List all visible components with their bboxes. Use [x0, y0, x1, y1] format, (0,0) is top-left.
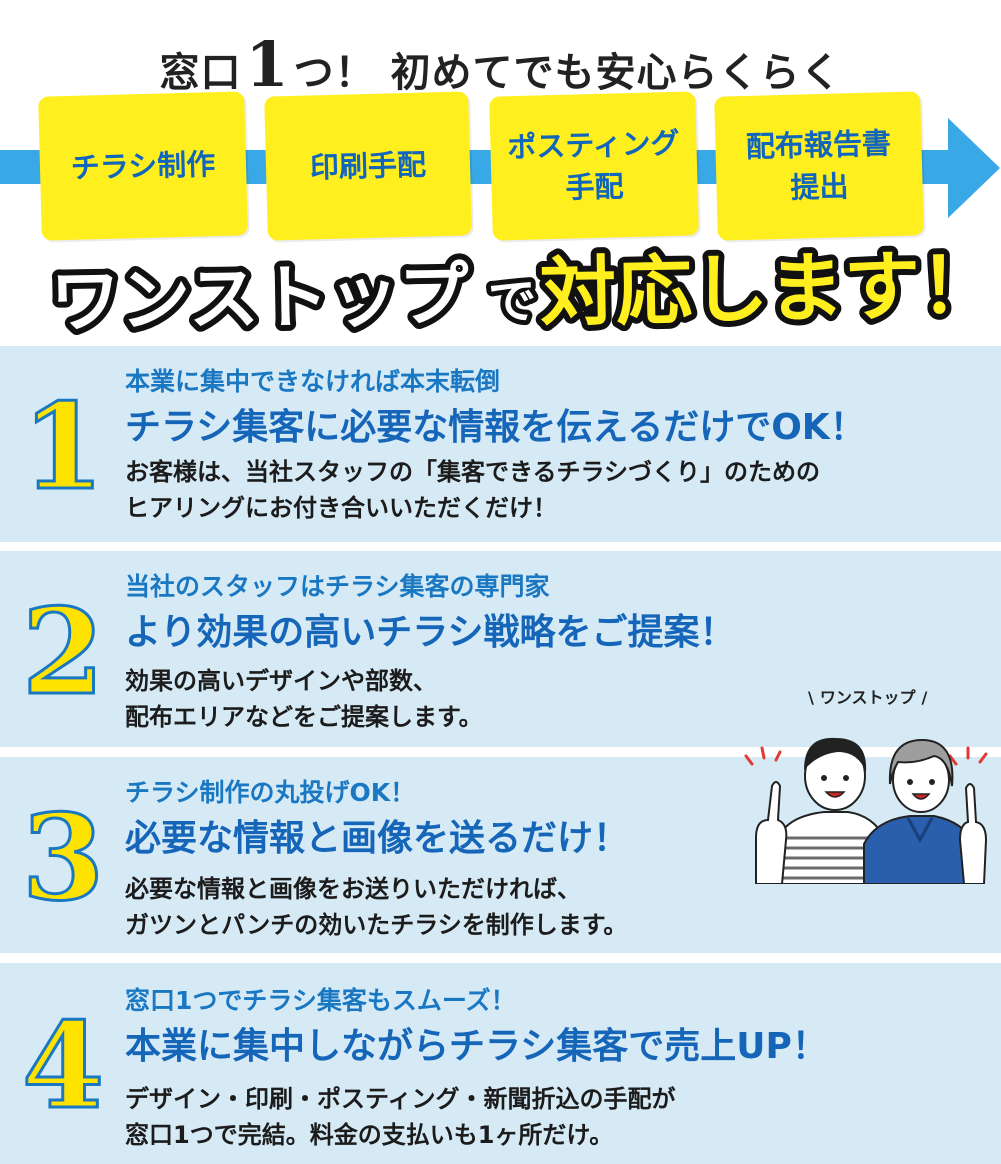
- step-box-print: 印刷手配: [264, 91, 472, 241]
- step-box-posting: ポスティング 手配: [489, 91, 699, 241]
- step-box-report: 配布報告書 提出: [714, 91, 924, 241]
- step-label: 印刷手配: [309, 147, 427, 185]
- feature-body-line: デザイン・印刷・ポスティング・新聞折込の手配が: [125, 1085, 676, 1113]
- feature-body-line: 必要な情報と画像をお送りいただければ、: [125, 875, 581, 903]
- step-label-2: 提出: [790, 169, 849, 205]
- feature-body-line: お客様は、当社スタッフの「集客できるチラシづくり」のための: [125, 458, 821, 486]
- feature-body-line: 効果の高いデザインや部数、: [125, 667, 437, 695]
- feature-panel-4: 4 窓口1つでチラシ集客もスムーズ！ 本業に集中しながらチラシ集客で売上UP！ …: [0, 963, 1001, 1164]
- step-label: ポスティング: [506, 125, 680, 165]
- title-prefix: 窓口: [159, 50, 242, 96]
- feature-subtitle: 窓口1つでチラシ集客もスムーズ！: [125, 986, 516, 1015]
- feature-subtitle: チラシ制作の丸投げOK！: [125, 778, 416, 807]
- feature-number: 1: [21, 377, 106, 516]
- step-label: チラシ制作: [70, 147, 216, 185]
- staff-illustration-icon: [744, 737, 988, 884]
- feature-body-line: 配布エリアなどをご提案します。: [125, 703, 483, 731]
- feature-subtitle: 本業に集中できなければ本末転倒: [125, 367, 501, 396]
- step-box-flyer: チラシ制作: [38, 91, 248, 241]
- feature-panel-2: 2 当社のスタッフはチラシ集客の専門家 より効果の高いチラシ戦略をご提案！ 効果…: [0, 551, 1001, 747]
- feature-body-line: ヒアリングにお付き合いいただくだけ！: [125, 494, 557, 522]
- title-number: 1: [245, 28, 290, 101]
- feature-heading: 必要な情報と画像を送るだけ！: [125, 818, 630, 859]
- feature-number: 3: [21, 788, 106, 927]
- feature-body-line: ガツンとパンチの効いたチラシを制作します。: [125, 911, 628, 939]
- onestop-taiou: 対応します！: [539, 240, 960, 337]
- feature-number: 2: [21, 582, 106, 721]
- title-suffix: つ！ 初めてでも安心らくらく: [293, 50, 842, 96]
- feature-heading: チラシ集客に必要な情報を伝えるだけでOK！: [125, 407, 866, 448]
- illustration-label-text: ワンストップ: [819, 688, 916, 707]
- feature-subtitle: 当社のスタッフはチラシ集客の専門家: [125, 572, 550, 601]
- feature-panel-1: 1 本業に集中できなければ本末転倒 チラシ集客に必要な情報を伝えるだけでOK！ …: [0, 346, 1001, 542]
- onestop-de: で: [488, 273, 537, 330]
- step-label: 配布報告書: [745, 126, 892, 164]
- feature-heading: 本業に集中しながらチラシ集客で売上UP！: [125, 1026, 828, 1067]
- onestop-text: ワンストップ: [49, 254, 469, 338]
- feature-body-line: 窓口1つで完結。料金の支払いも1ヶ所だけ。: [125, 1121, 614, 1149]
- step-label-2: 手配: [565, 169, 624, 205]
- onestop-banner: ワンストップ で 対応します！: [43, 238, 960, 338]
- feature-number: 4: [21, 996, 106, 1135]
- feature-heading: より効果の高いチラシ戦略をご提案！: [125, 612, 736, 653]
- illustration-label: \ワンストップ/: [808, 688, 928, 707]
